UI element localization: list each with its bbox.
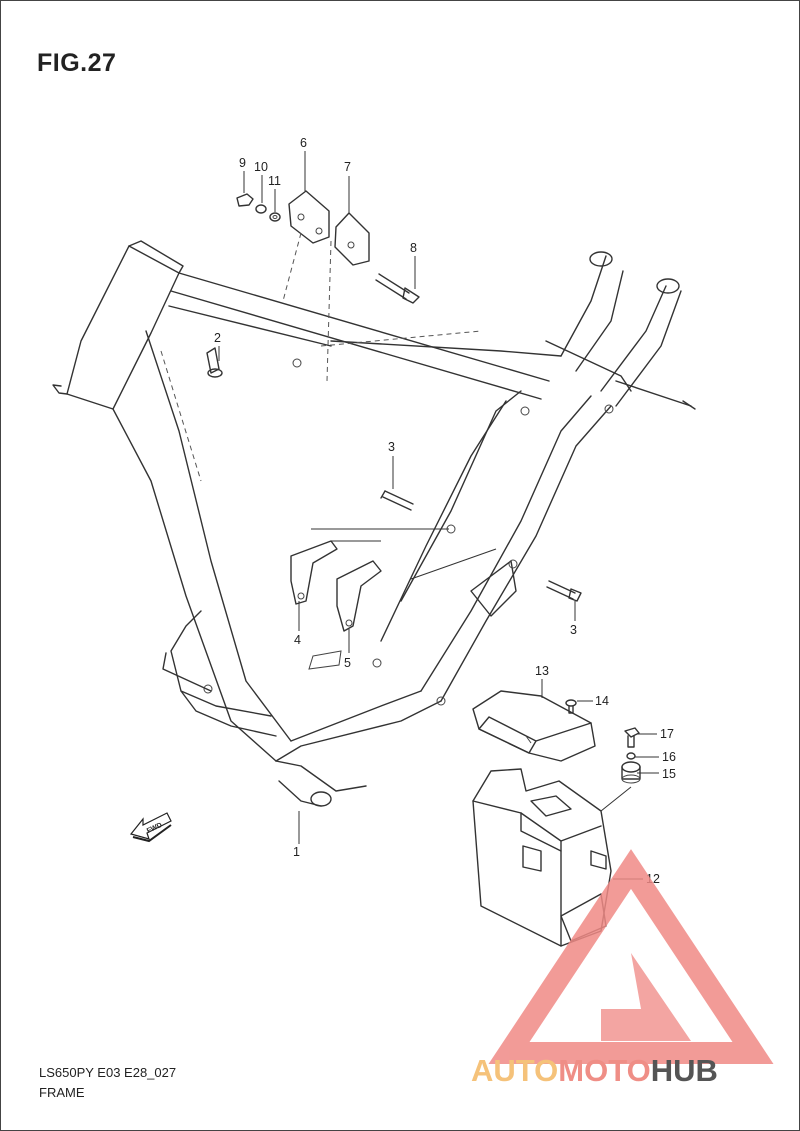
callout-8: 8 [410, 241, 417, 255]
callout-labels: 1 2 3 3 4 5 6 7 8 9 10 11 12 13 14 15 16… [214, 136, 676, 886]
callout-9: 9 [239, 156, 246, 170]
triangle-logo-icon [488, 849, 774, 1064]
callout-11: 11 [268, 174, 281, 188]
screw-14 [565, 699, 577, 714]
watermark-hub: HUB [651, 1053, 718, 1088]
bolt-2 [206, 347, 223, 378]
leader-lines [218, 151, 659, 880]
callout-10: 10 [254, 160, 268, 174]
section-name: FRAME [39, 1085, 85, 1100]
main-frame [52, 240, 696, 807]
callout-4: 4 [294, 633, 301, 647]
bracket-5 [336, 560, 382, 632]
washer-16 [626, 752, 636, 760]
callout-5: 5 [344, 656, 351, 670]
callout-7: 7 [344, 160, 351, 174]
bracket-4 [290, 540, 338, 605]
plate-6 [288, 190, 330, 244]
automotohub-watermark: AUTOMOTOHUB [471, 849, 774, 1088]
washer-10 [255, 204, 267, 214]
callout-6: 6 [300, 136, 307, 150]
callout-14: 14 [595, 694, 609, 708]
callout-1: 1 [293, 845, 300, 859]
battery-cover-13 [472, 690, 596, 762]
callout-2: 2 [214, 331, 221, 345]
watermark-text: AUTOMOTOHUB [471, 1053, 718, 1088]
callout-3-lower: 3 [570, 623, 577, 637]
callout-15: 15 [662, 767, 676, 781]
figure-title: FIG.27 [37, 49, 117, 77]
callout-13: 13 [535, 664, 549, 678]
model-code: LS650PY E03 E28_027 [39, 1065, 177, 1080]
callout-16: 16 [662, 750, 676, 764]
callout-3-upper: 3 [388, 440, 395, 454]
bolt-3-upper [380, 490, 414, 511]
callout-17: 17 [660, 727, 674, 741]
bolt-8 [375, 273, 420, 304]
watermark-moto: MOTO [558, 1053, 650, 1088]
bolt-17 [624, 727, 640, 748]
plate-7 [334, 212, 370, 266]
bolt-3-lower [546, 580, 582, 602]
nut-9 [236, 193, 254, 207]
fwd-arrow-icon: FWD [129, 812, 172, 843]
watermark-auto: AUTO [471, 1053, 558, 1088]
washer-11 [269, 212, 281, 222]
